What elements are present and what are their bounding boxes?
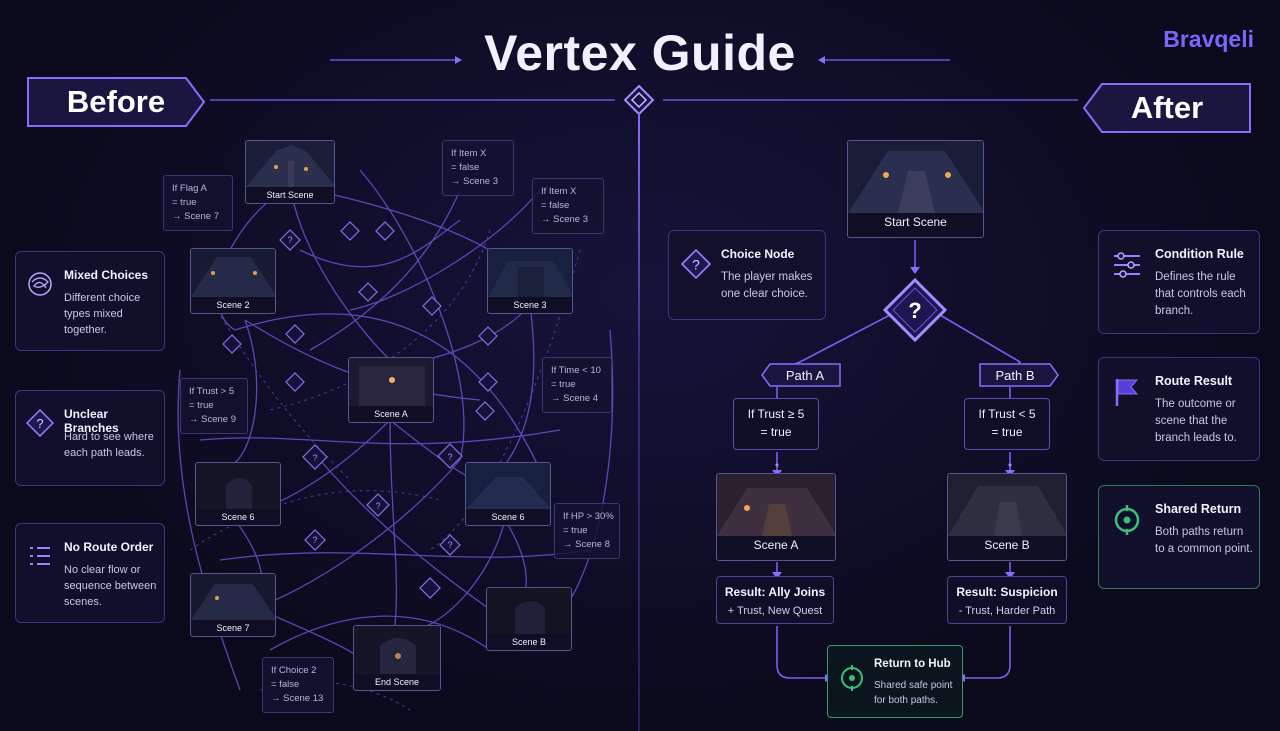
card-title: Condition Rule	[1155, 247, 1244, 261]
before-scene-2: Scene 2	[190, 248, 276, 314]
brand-logo: Bravqeli	[1163, 26, 1254, 52]
scene-label: Scene 6	[221, 512, 255, 522]
svg-text:?: ?	[312, 535, 317, 545]
hub-title: Return to Hub	[874, 658, 951, 670]
scene-label: Start Scene	[266, 190, 314, 200]
before-tag: Before	[26, 76, 206, 128]
card-desc: Both paths return to a common point.	[1155, 526, 1253, 555]
condition-choice: If Choice 2= false→ Scene 13	[262, 657, 334, 713]
path-b-label: Path B	[995, 367, 1035, 383]
cycle-icon	[1114, 505, 1140, 535]
card-unclear-branches: ? Unclear Branches Hard to see where eac…	[15, 390, 165, 486]
before-scene-3: Scene 3	[487, 248, 573, 314]
card-shared-return: Shared Return Both paths return to a com…	[1098, 485, 1260, 589]
path-a-label: Path A	[785, 367, 825, 383]
card-desc: Different choice types mixed together.	[64, 292, 141, 336]
scene-label: Scene 3	[513, 300, 547, 310]
before-scene-7: Scene 7	[190, 573, 276, 637]
after-scene-b: Scene B	[947, 473, 1067, 561]
card-desc: Hard to see where each path leads.	[64, 431, 154, 459]
scene-label: Scene A	[753, 538, 799, 552]
card-choice-node: ? Choice Node The player makes one clear…	[668, 230, 826, 320]
card-desc: Defines the rule that controls each bran…	[1155, 271, 1246, 317]
path-a-result: Result: Ally Joins + Trust, New Quest	[716, 576, 834, 624]
condition-item-x-2: If Item X= false→ Scene 3	[532, 178, 604, 234]
before-label: Before	[66, 84, 166, 119]
card-title: No Route Order	[64, 540, 154, 554]
result-desc: + Trust, New Quest	[727, 605, 823, 617]
tangled-connections: ? ? ? ? ? ?	[177, 169, 614, 711]
card-condition-rule: Condition Rule Defines the rule that con…	[1098, 230, 1260, 334]
path-b-result: Result: Suspicion - Trust, Harder Path	[947, 576, 1067, 624]
before-scene-end: End Scene	[353, 625, 441, 691]
scene-label: Scene 7	[216, 623, 250, 633]
condition-hp: If HP > 30%= true→ Scene 8	[554, 503, 620, 559]
card-title: Route Result	[1155, 374, 1233, 388]
condition-flag-a: If Flag A= true→ Scene 7	[163, 175, 233, 231]
card-title: Mixed Choices	[64, 268, 149, 282]
after-label: After	[1130, 90, 1204, 125]
center-divider	[638, 112, 640, 731]
card-desc: The player makes one clear choice.	[721, 271, 813, 300]
flag-icon	[1115, 379, 1139, 406]
page-title: Vertex Guide	[484, 25, 796, 81]
svg-text:?: ?	[447, 540, 452, 550]
list-icon	[30, 547, 50, 565]
cycle-icon	[841, 665, 863, 691]
result-title: Result: Suspicion	[956, 585, 1058, 599]
scene-label: End Scene	[374, 677, 420, 687]
condition-time: If Time < 10= true→ Scene 4	[542, 357, 612, 413]
clean-flow-connections: ?	[761, 240, 1059, 682]
card-title: Unclear Branches	[64, 407, 119, 435]
svg-text:?: ?	[287, 235, 292, 245]
svg-text:?: ?	[447, 452, 452, 462]
scene-label: Scene B	[984, 538, 1030, 552]
svg-text:?: ?	[375, 501, 380, 511]
path-b-condition: If Trust < 5= true	[964, 398, 1050, 450]
card-desc: No clear flow or sequence between scenes…	[64, 564, 157, 608]
after-start-scene: Start Scene	[847, 140, 984, 238]
before-scene-a: Scene A	[348, 357, 434, 423]
scene-label: Scene 6	[491, 512, 525, 522]
card-mixed-choices: Mixed Choices Different choice types mix…	[15, 251, 165, 351]
after-scene-a: Scene A	[716, 473, 836, 561]
svg-text:?: ?	[692, 256, 700, 272]
scene-label: Scene 2	[216, 300, 250, 310]
card-no-route-order: No Route Order No clear flow or sequence…	[15, 523, 165, 623]
question-icon: ?	[26, 409, 54, 437]
after-tag: After	[1082, 82, 1252, 134]
card-desc: The outcome or scene that the branch lea…	[1155, 398, 1237, 444]
hub-desc: Shared safe point for both paths.	[874, 680, 953, 706]
svg-text:?: ?	[36, 416, 43, 431]
card-route-result: Route Result The outcome or scene that t…	[1098, 357, 1260, 461]
question-icon: ?	[681, 249, 711, 279]
before-scene-start: Start Scene	[245, 140, 335, 204]
before-scene-6-left: Scene 6	[195, 462, 281, 526]
card-title: Choice Node	[721, 247, 795, 261]
title-decoration	[210, 56, 1078, 116]
return-to-hub: Return to Hub Shared safe point for both…	[827, 645, 963, 718]
card-title: Shared Return	[1155, 502, 1242, 516]
condition-trust: If Trust > 5= true→ Scene 9	[180, 378, 248, 434]
scene-label: Scene A	[374, 409, 408, 419]
result-title: Result: Ally Joins	[724, 585, 826, 599]
path-a-condition: If Trust ≥ 5= true	[733, 398, 819, 450]
svg-text:?: ?	[312, 453, 317, 463]
scene-label: Start Scene	[884, 215, 947, 229]
tangle-icon	[28, 272, 52, 296]
scene-label: Scene B	[511, 637, 547, 647]
svg-text:?: ?	[908, 298, 921, 323]
result-desc: - Trust, Harder Path	[958, 605, 1056, 617]
before-scene-b: Scene B	[486, 587, 572, 651]
before-scene-6-right: Scene 6	[465, 462, 551, 526]
condition-item-x-1: If Item X= false→ Scene 3	[442, 140, 514, 196]
sliders-icon	[1114, 252, 1140, 278]
